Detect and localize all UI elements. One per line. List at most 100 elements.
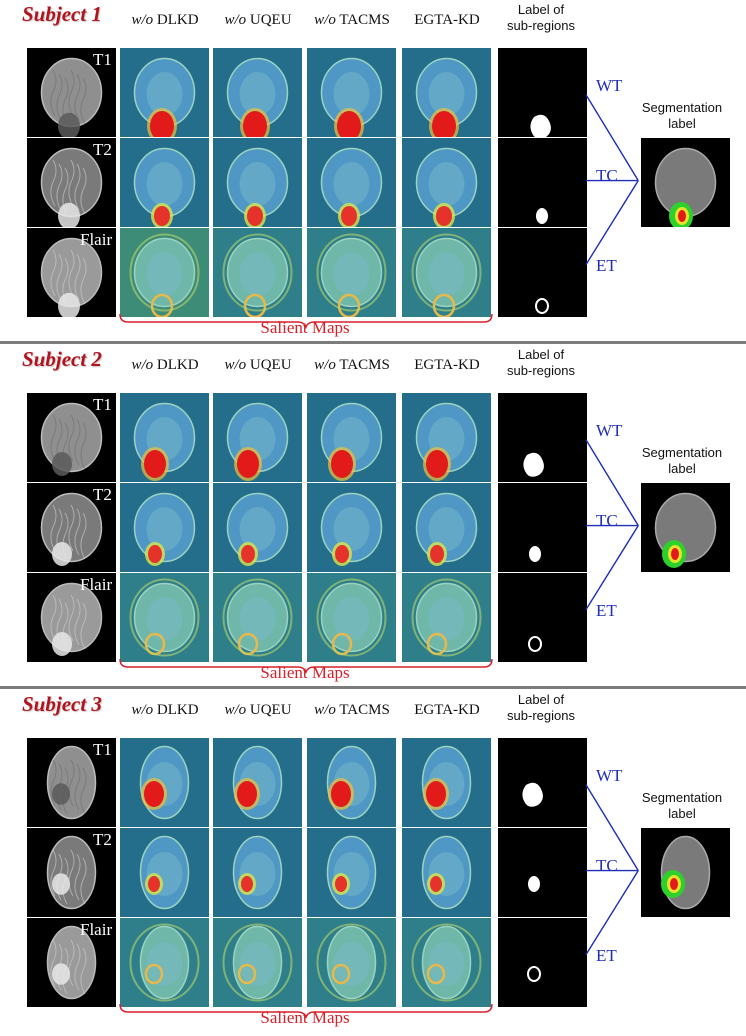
salient-maps-bracket (119, 658, 493, 675)
segmentation-label-line: Segmentation (641, 100, 723, 115)
saliency-map-image (307, 483, 396, 572)
mri-image-t1 (27, 393, 116, 482)
column-header: EGTA-KD (401, 357, 493, 374)
saliency-map-image (213, 228, 302, 317)
column-header: EGTA-KD (401, 702, 493, 719)
column-header: w/o DLKD (119, 702, 211, 719)
segmentation-label-line: Segmentation (641, 445, 723, 460)
segmentation-label-line: label (668, 116, 696, 131)
modality-label: T2 (93, 830, 112, 849)
mri-image-t2 (27, 138, 116, 227)
saliency-map-image (213, 48, 302, 137)
saliency-map-image (213, 738, 302, 827)
mri-image-flair (27, 573, 116, 662)
column-header: w/o DLKD (119, 12, 211, 29)
column-header-name: UQEU (249, 12, 292, 28)
saliency-map-image (213, 138, 302, 227)
column-header-name: TACMS (339, 12, 390, 28)
mri-image-flair (27, 228, 116, 317)
column-header-prefix: w/o (314, 702, 336, 718)
saliency-map-image (213, 918, 302, 1007)
subregion-label-image (498, 828, 587, 917)
subject-title: Subject 2 (22, 347, 102, 371)
subregion-label-image (498, 483, 587, 572)
label-header-line: Label of (517, 692, 565, 707)
column-header: w/o UQEU (212, 12, 304, 29)
subregion-label-image (498, 393, 587, 482)
column-header-prefix: w/o (131, 357, 154, 373)
subject-title: Subject 3 (22, 692, 102, 716)
segmentation-label-image (641, 138, 730, 227)
column-header-prefix: w/o (131, 12, 154, 28)
label-header-line: sub-regions (507, 363, 575, 378)
label-header-line: Label of (517, 2, 565, 17)
column-header-name: TACMS (339, 357, 390, 373)
mri-image-t1 (27, 48, 116, 137)
saliency-map-image (213, 828, 302, 917)
modality-label: Flair (80, 920, 113, 939)
column-header-prefix: w/o (314, 12, 336, 28)
saliency-map-image (402, 138, 491, 227)
saliency-map-image (213, 393, 302, 482)
saliency-map-image (120, 738, 209, 827)
saliency-map-image (402, 393, 491, 482)
subregion-label-image (498, 738, 587, 827)
saliency-map-image (402, 828, 491, 917)
column-header-name: UQEU (249, 357, 292, 373)
column-header: w/o UQEU (212, 702, 304, 719)
column-header-prefix: w/o (224, 702, 247, 718)
saliency-map-image (120, 48, 209, 137)
modality-label: T2 (93, 485, 112, 504)
column-header: w/o UQEU (212, 357, 304, 374)
saliency-map-image (120, 828, 209, 917)
saliency-map-image (307, 228, 396, 317)
segmentation-label-line: label (668, 806, 696, 821)
modality-label: Flair (80, 575, 113, 594)
saliency-map-image (307, 138, 396, 227)
column-header: w/o TACMS (306, 702, 398, 719)
column-header-name: EGTA-KD (414, 702, 480, 718)
segmentation-label-line: Segmentation (641, 790, 723, 805)
mri-image-t1 (27, 738, 116, 827)
saliency-map-image (120, 138, 209, 227)
subregion-connector (585, 784, 639, 955)
mri-image-t2 (27, 828, 116, 917)
modality-label: T2 (93, 140, 112, 159)
saliency-map-image (402, 483, 491, 572)
column-header-prefix: w/o (224, 12, 247, 28)
column-header-name: UQEU (249, 702, 292, 718)
column-header-name: TACMS (339, 702, 390, 718)
saliency-map-image (120, 228, 209, 317)
saliency-map-image (307, 828, 396, 917)
subregion-connector (585, 439, 639, 610)
subregion-name: ET (596, 946, 617, 965)
saliency-map-image (307, 573, 396, 662)
saliency-map-image (120, 483, 209, 572)
salient-maps-bracket (119, 313, 493, 330)
modality-label: T1 (93, 740, 112, 759)
label-header-line: sub-regions (507, 18, 575, 33)
subregion-label-image (498, 48, 587, 137)
saliency-map-image (402, 918, 491, 1007)
saliency-map-image (402, 48, 491, 137)
mri-image-t2 (27, 483, 116, 572)
subregion-name: WT (596, 76, 623, 95)
subregion-connector (585, 94, 639, 265)
subregion-label-image (498, 918, 587, 1007)
segmentation-label-line: label (668, 461, 696, 476)
saliency-map-image (402, 228, 491, 317)
salient-maps-label: Salient Maps (260, 663, 350, 682)
subregion-name: ET (596, 256, 617, 275)
panel-divider (0, 686, 746, 689)
saliency-map-image (307, 48, 396, 137)
subject-title: Subject 1 (22, 2, 102, 26)
mri-image-flair (27, 918, 116, 1007)
segmentation-label-image (641, 483, 730, 572)
subregion-name: ET (596, 601, 617, 620)
saliency-map-image (402, 738, 491, 827)
